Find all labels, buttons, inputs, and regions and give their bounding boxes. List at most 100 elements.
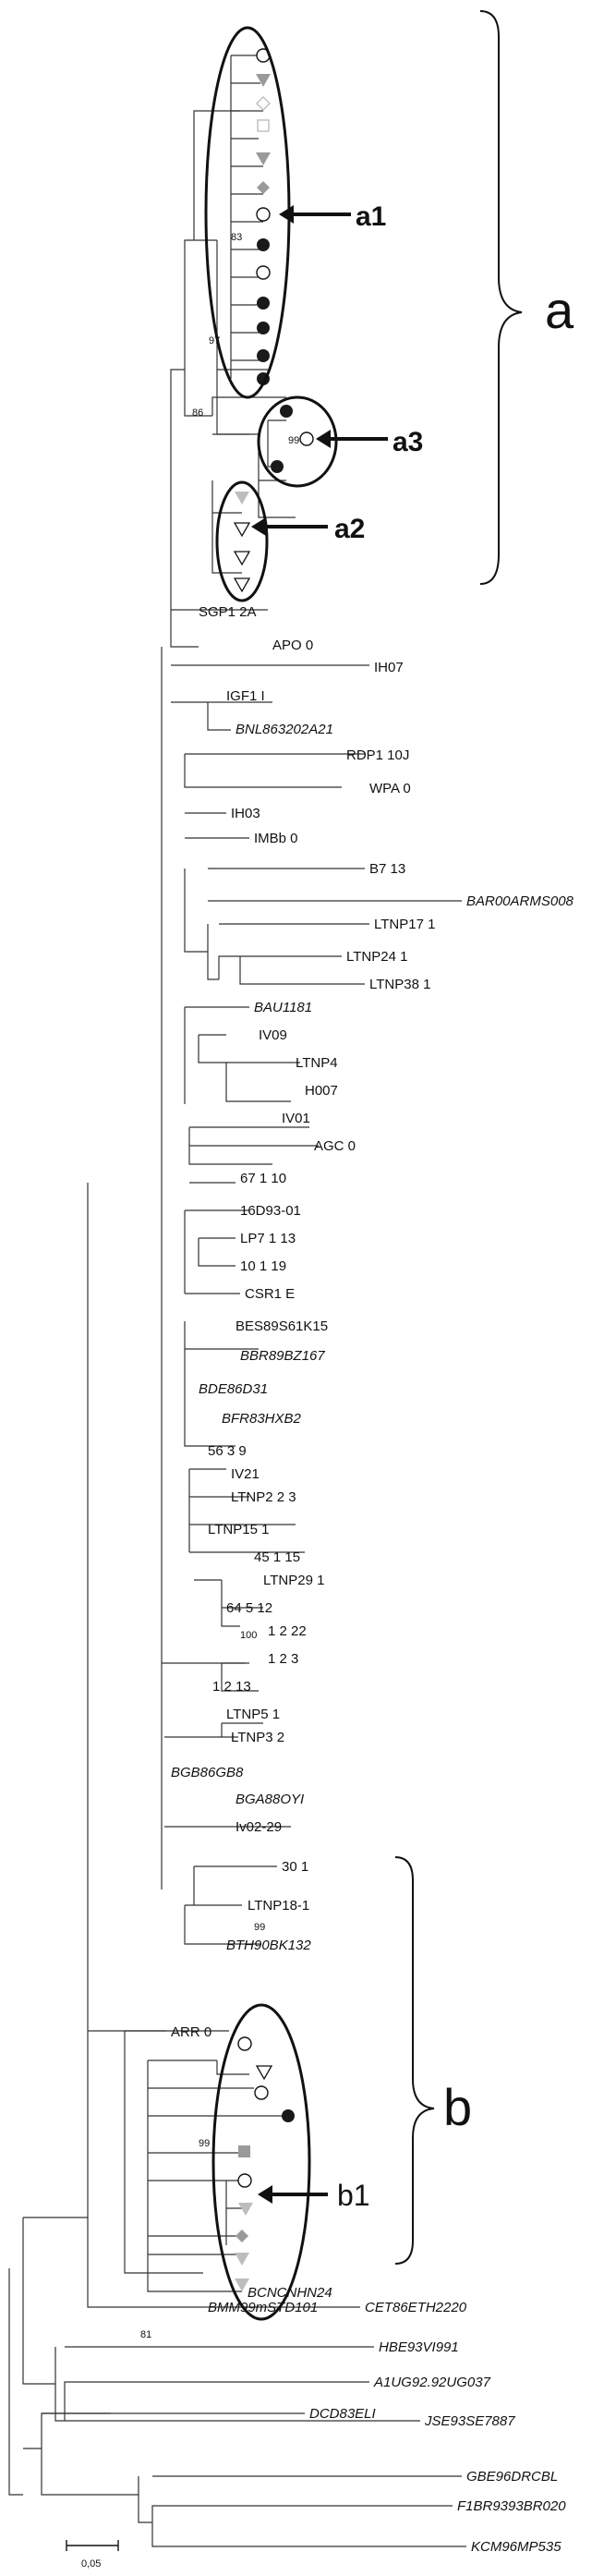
open-circle-marker bbox=[299, 431, 314, 446]
taxon-label: LTNP24 1 bbox=[346, 949, 407, 965]
branch bbox=[23, 2217, 360, 2308]
filled-circle-marker bbox=[282, 2109, 295, 2122]
branch bbox=[148, 2060, 286, 2117]
open-triangle-marker bbox=[233, 577, 251, 593]
taxon-label: BBR89BZ167 bbox=[240, 1348, 325, 1364]
taxon-label: GBE96DRCBL bbox=[466, 2469, 558, 2485]
arrows bbox=[251, 205, 388, 2204]
bootstrap-value: 83 bbox=[231, 232, 242, 243]
taxon-label: IV01 bbox=[282, 1111, 310, 1126]
taxon-label: LTNP29 1 bbox=[263, 1573, 324, 1588]
taxon-label: IV09 bbox=[259, 1027, 287, 1043]
tip-markers bbox=[233, 48, 314, 2291]
taxon-label: IH03 bbox=[231, 806, 260, 821]
taxon-label: APO 0 bbox=[272, 638, 313, 653]
clade-b1-label: b1 bbox=[337, 2179, 370, 2212]
taxon-label: BTH90BK132 bbox=[226, 1938, 311, 1953]
taxon-label: 30 1 bbox=[282, 1859, 308, 1875]
bootstrap-value: 99 bbox=[199, 2138, 210, 2149]
taxon-label: BAR00ARMS008 bbox=[466, 893, 574, 909]
taxon-label: 64 5 12 bbox=[226, 1600, 272, 1616]
taxon-label: 16D93-01 bbox=[240, 1203, 301, 1219]
clade-a2-outline bbox=[215, 480, 269, 602]
taxon-label: F1BR9393BR020 bbox=[457, 2498, 566, 2514]
clade-a2-label: a2 bbox=[334, 514, 365, 544]
taxon-label: LTNP38 1 bbox=[369, 977, 430, 992]
branch bbox=[148, 2152, 249, 2255]
taxon-label: LP7 1 13 bbox=[240, 1231, 296, 1246]
arrow-head bbox=[258, 2185, 272, 2204]
taxon-label: 45 1 15 bbox=[254, 1549, 300, 1565]
gray-triangle-marker bbox=[256, 152, 271, 165]
arrow-head bbox=[251, 517, 266, 536]
branch bbox=[184, 753, 365, 788]
bootstrap-value: 81 bbox=[140, 2329, 151, 2340]
taxon-label: Iv02-29 bbox=[236, 1819, 282, 1835]
bootstrap-value: 100 bbox=[240, 1630, 257, 1641]
taxon-label: 56 3 9 bbox=[208, 1443, 247, 1459]
taxon-label: BDE86D31 bbox=[199, 1381, 268, 1397]
taxon-label: BMM99mSTD101 bbox=[208, 2300, 318, 2315]
branch bbox=[184, 370, 286, 574]
taxon-label: ARR 0 bbox=[171, 2024, 211, 2040]
taxon-label: BGA88OYI bbox=[236, 1792, 304, 1807]
branch bbox=[87, 1183, 166, 2218]
open-circle-marker bbox=[256, 265, 271, 280]
branch bbox=[125, 2030, 242, 2292]
scale-bar: 0,05 bbox=[66, 2540, 119, 2570]
taxon-label: 1 2 3 bbox=[268, 1651, 298, 1667]
taxon-label: LTNP17 1 bbox=[374, 917, 435, 932]
taxon-label: 10 1 19 bbox=[240, 1258, 286, 1274]
branch bbox=[185, 812, 249, 839]
taxon-label: 1 2 22 bbox=[268, 1623, 307, 1639]
tree-branches bbox=[8, 55, 466, 2547]
bootstrap-value: 99 bbox=[254, 1922, 265, 1933]
branch bbox=[164, 1736, 291, 1828]
taxon-label: BCNCNHN24 bbox=[248, 2285, 332, 2301]
filled-circle-marker bbox=[257, 349, 270, 362]
gray-triangle-marker bbox=[238, 2203, 253, 2216]
branch bbox=[170, 110, 240, 610]
branch bbox=[8, 2268, 23, 2496]
branch bbox=[230, 55, 263, 379]
scale-bar-label: 0,05 bbox=[81, 2558, 101, 2570]
braces bbox=[394, 10, 523, 2265]
taxon-label: H007 bbox=[305, 1083, 338, 1099]
branch bbox=[184, 868, 462, 985]
taxon-label: IV21 bbox=[231, 1466, 260, 1482]
taxon-label: BAU1181 bbox=[254, 1000, 312, 1015]
branch bbox=[188, 1468, 305, 1553]
clade-a1-label: a1 bbox=[356, 201, 386, 232]
taxon-label: LTNP2 2 3 bbox=[231, 1489, 296, 1505]
arrow-head bbox=[316, 430, 331, 448]
open-triangle-marker bbox=[233, 522, 251, 538]
taxon-label: 67 1 10 bbox=[240, 1171, 286, 1186]
gray-triangle-marker bbox=[256, 74, 271, 87]
open-circle-marker bbox=[237, 2036, 252, 2051]
taxon-label: LTNP18-1 bbox=[248, 1898, 309, 1914]
taxon-label: LTNP15 1 bbox=[208, 1522, 269, 1537]
taxon-label: LTNP3 2 bbox=[231, 1730, 284, 1745]
branch bbox=[194, 1579, 263, 1692]
clade-a3-outline bbox=[257, 395, 338, 488]
filled-circle-marker bbox=[257, 322, 270, 334]
gray-diamond-marker bbox=[257, 181, 270, 194]
taxon-label: AGC 0 bbox=[314, 1138, 356, 1154]
clade-a-label: a bbox=[545, 281, 574, 339]
filled-circle-marker bbox=[280, 405, 293, 418]
open-circle-marker bbox=[237, 2173, 252, 2188]
clade-a3-label: a3 bbox=[393, 427, 423, 457]
taxon-label: BFR83HXB2 bbox=[222, 1411, 302, 1427]
open-circle-marker bbox=[254, 2085, 269, 2100]
bootstrap-value: 97 bbox=[209, 335, 220, 346]
bootstrap-value: 99 bbox=[288, 435, 299, 446]
taxon-label: WPA 0 bbox=[369, 781, 411, 796]
taxon-label: BGB86GB8 bbox=[171, 1765, 244, 1780]
taxon-label: 1 2 13 bbox=[212, 1679, 251, 1695]
clade-b1-outline bbox=[211, 2003, 311, 2321]
taxon-label: IMBb 0 bbox=[254, 831, 298, 846]
open-square-marker bbox=[257, 119, 270, 132]
open-circle-marker bbox=[256, 207, 271, 222]
branch bbox=[184, 1006, 300, 1104]
